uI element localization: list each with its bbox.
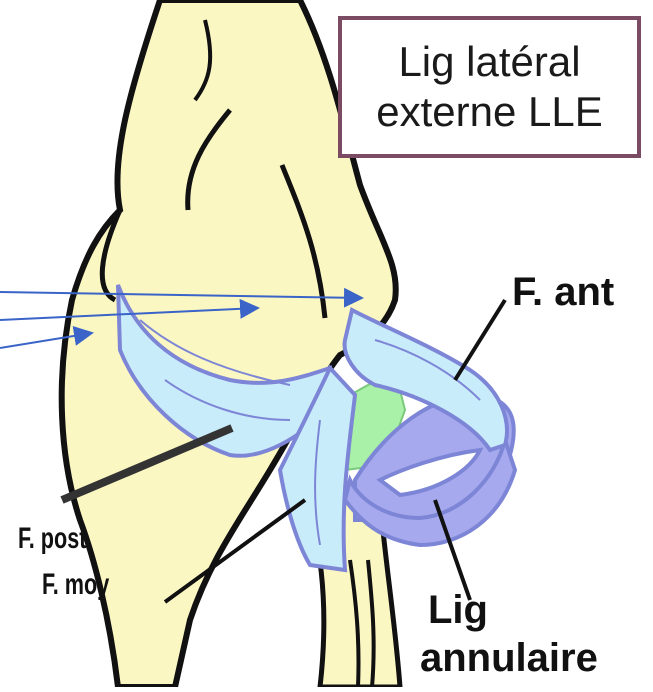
label-lig-annulaire-line1: Lig bbox=[428, 588, 488, 633]
label-f-ant: F. ant bbox=[512, 270, 614, 315]
leader-f-ant bbox=[455, 300, 505, 380]
title-line-1: Lig latéral bbox=[398, 37, 580, 87]
title-box: Lig latéral externe LLE bbox=[338, 16, 641, 158]
label-f-post: F. post bbox=[18, 522, 86, 556]
label-f-moy: F. moy bbox=[42, 568, 109, 602]
title-line-2: externe LLE bbox=[376, 87, 603, 137]
label-lig-annulaire-line2: annulaire bbox=[420, 636, 598, 681]
